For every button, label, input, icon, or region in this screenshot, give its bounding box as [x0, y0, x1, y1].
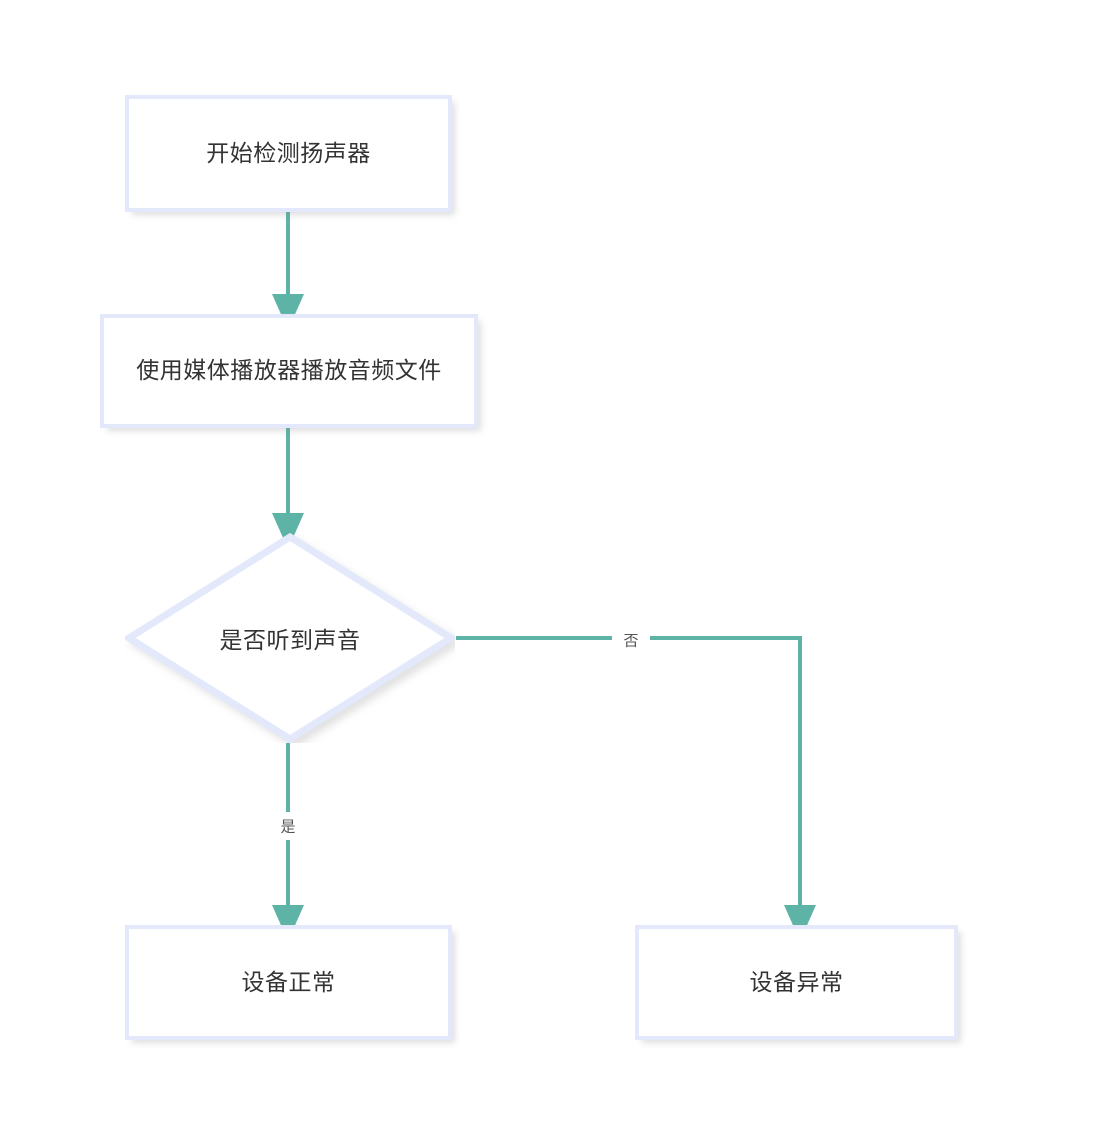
node-start-label: 开始检测扬声器	[206, 139, 371, 166]
node-decision-hear-sound[interactable]: 是否听到声音	[125, 533, 455, 743]
node-device-normal-label: 设备正常	[241, 968, 336, 995]
node-start[interactable]: 开始检测扬声器	[125, 95, 452, 212]
node-device-abnormal-label: 设备异常	[749, 968, 844, 995]
node-play-audio-label: 使用媒体播放器播放音频文件	[136, 357, 442, 384]
edge-label-no: 否	[616, 627, 646, 653]
edge-label-yes: 是	[273, 813, 303, 839]
node-device-normal[interactable]: 设备正常	[125, 925, 452, 1040]
edge-decision-to-abnormal-right	[650, 636, 816, 941]
node-decision-label: 是否听到声音	[219, 627, 361, 653]
node-play-audio[interactable]: 使用媒体播放器播放音频文件	[100, 314, 478, 428]
node-device-abnormal[interactable]: 设备异常	[635, 925, 958, 1040]
diamond-shape-icon	[125, 533, 455, 743]
